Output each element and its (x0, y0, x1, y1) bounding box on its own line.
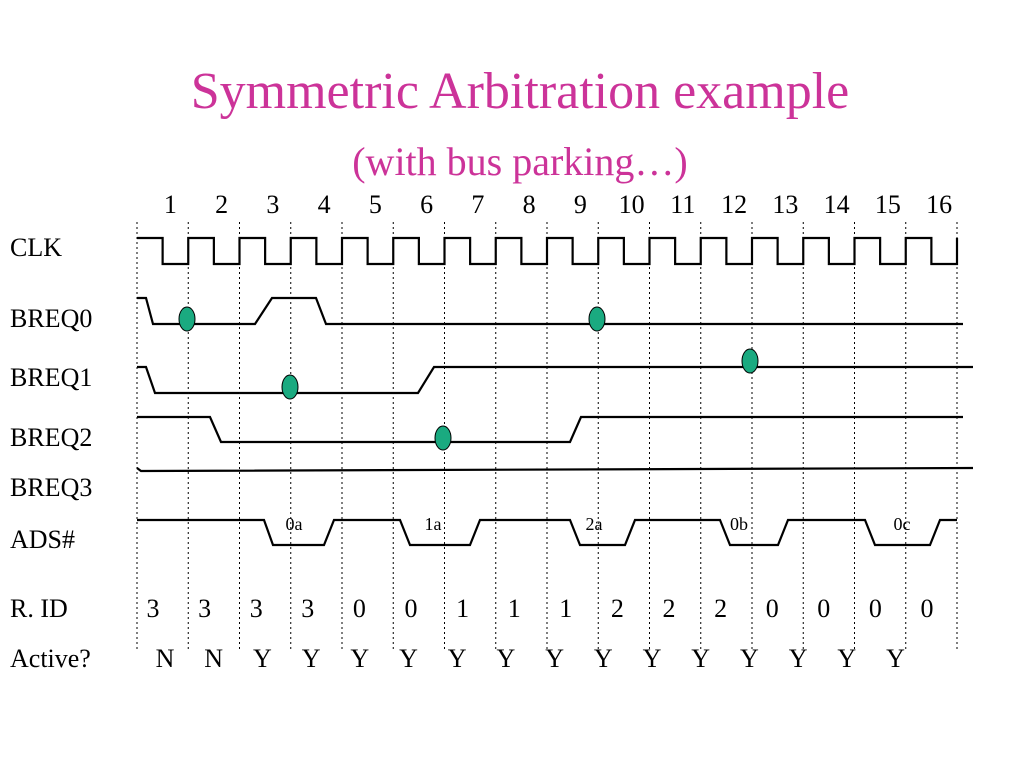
breq1-sample-dot (741, 348, 759, 374)
active-row-label: Active? (10, 644, 91, 673)
transaction-label-0a: 0a (286, 514, 303, 534)
signal-label-clk: CLK (10, 233, 62, 262)
cycle-gridlines (136, 222, 958, 650)
page-title: Symmetric Arbitration example (190, 63, 850, 120)
clock-number: 7 (471, 190, 484, 219)
rid-value: 3 (250, 594, 263, 623)
rid-values-row: 3 3 3 3 0 0 1 1 1 2 2 2 0 0 0 0 (147, 594, 934, 623)
active-value: Y (545, 644, 564, 673)
rid-value: 3 (198, 594, 211, 623)
active-value: Y (448, 644, 467, 673)
breq0-waveform (137, 296, 963, 326)
transaction-label-2a: 2a (586, 514, 603, 534)
active-value: Y (691, 644, 710, 673)
page-subtitle: (with bus parking…) (352, 139, 688, 184)
active-value: Y (253, 644, 272, 673)
clock-number: 4 (318, 190, 331, 219)
active-value: Y (886, 644, 905, 673)
signal-label-breq3: BREQ3 (10, 473, 92, 502)
clk-waveform (137, 236, 959, 266)
clock-number: 3 (266, 190, 279, 219)
breq1-sample-dot (281, 374, 299, 400)
active-value: Y (497, 644, 516, 673)
rid-value: 2 (663, 594, 676, 623)
rid-value: 0 (766, 594, 779, 623)
transaction-label-0b: 0b (730, 514, 748, 534)
breq2-sample-dot (434, 425, 452, 451)
breq2-waveform (137, 415, 963, 444)
rid-value: 3 (147, 594, 160, 623)
clock-number: 1 (164, 190, 177, 219)
active-value: Y (837, 644, 856, 673)
signal-label-breq0: BREQ0 (10, 304, 92, 333)
rid-value: 0 (921, 594, 934, 623)
clock-number: 6 (420, 190, 433, 219)
active-value: N (204, 644, 223, 673)
clock-number: 8 (523, 190, 536, 219)
clock-number: 13 (772, 190, 798, 219)
active-value: N (156, 644, 175, 673)
rid-value: 3 (301, 594, 314, 623)
signal-label-breq1: BREQ1 (10, 363, 92, 392)
rid-row-label: R. ID (10, 594, 68, 623)
rid-value: 2 (714, 594, 727, 623)
ads-waveform (137, 518, 957, 547)
rid-value: 2 (611, 594, 624, 623)
clock-number: 16 (926, 190, 952, 219)
clock-number: 11 (670, 190, 695, 219)
transaction-label-1a: 1a (425, 514, 442, 534)
clock-number: 10 (619, 190, 645, 219)
rid-value: 0 (869, 594, 882, 623)
active-value: Y (399, 644, 418, 673)
rid-value: 0 (405, 594, 418, 623)
signal-label-breq2: BREQ2 (10, 423, 92, 452)
breq3-waveform (136, 466, 974, 473)
active-value: Y (594, 644, 613, 673)
clock-number: 14 (824, 190, 850, 219)
rid-value: 1 (456, 594, 469, 623)
breq0-sample-dot (588, 306, 606, 332)
clock-number: 9 (574, 190, 587, 219)
active-value: Y (643, 644, 662, 673)
rid-value: 1 (508, 594, 521, 623)
clock-number: 5 (369, 190, 382, 219)
active-value: Y (740, 644, 759, 673)
signal-label-ads: ADS# (10, 525, 75, 554)
active-value: Y (350, 644, 369, 673)
rid-value: 1 (559, 594, 572, 623)
transaction-label-0c: 0c (894, 514, 911, 534)
clock-number: 15 (875, 190, 901, 219)
active-value: Y (302, 644, 321, 673)
clock-number: 12 (721, 190, 747, 219)
rid-value: 0 (817, 594, 830, 623)
breq0-sample-dot (178, 306, 196, 332)
active-value: Y (789, 644, 808, 673)
clock-number: 2 (215, 190, 228, 219)
rid-value: 0 (353, 594, 366, 623)
breq1-waveform (137, 365, 973, 395)
